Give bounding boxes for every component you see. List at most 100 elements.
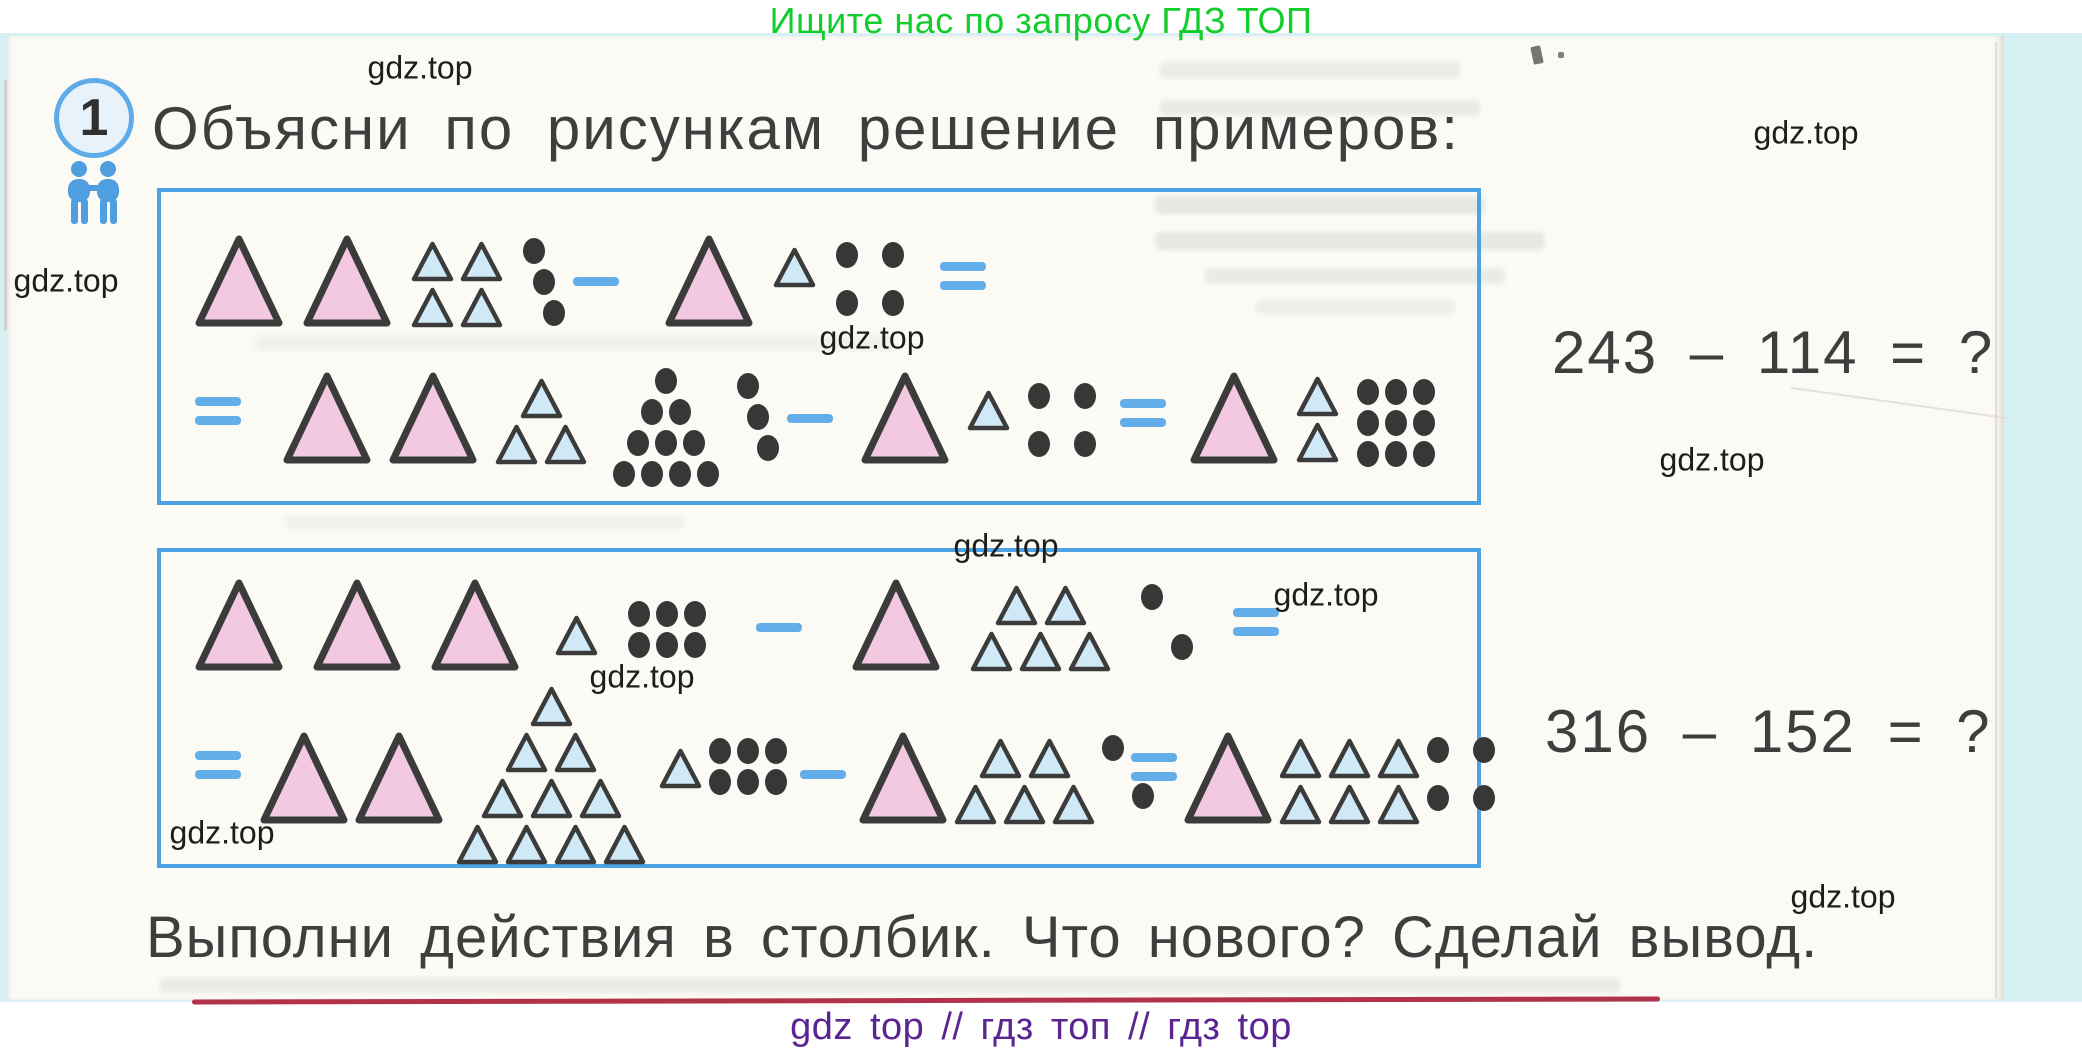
one-dot-icon <box>737 738 759 764</box>
ones-dots-group <box>737 373 779 461</box>
ten-triangle-icon <box>1003 784 1046 825</box>
minus-bar <box>800 770 846 779</box>
bleed-through-artifact <box>1160 62 1460 78</box>
shape-row <box>389 371 477 465</box>
one-dot-icon <box>1427 785 1449 811</box>
one-dot-icon <box>1132 783 1154 809</box>
bleed-through-artifact <box>1160 100 1480 116</box>
ten-triangle-icon <box>1044 585 1086 626</box>
shape-row <box>1427 785 1495 811</box>
tens-triangles-group <box>773 247 816 288</box>
minus-bar <box>787 414 833 423</box>
hundreds-triangles-group <box>431 578 519 672</box>
shape-row <box>303 234 391 328</box>
watermark-gdz-top: gdz.top <box>13 262 119 299</box>
one-dot-icon <box>1357 410 1379 436</box>
ten-triangle-icon <box>554 732 597 773</box>
tens-triangles-group <box>495 378 587 465</box>
bleed-through-artifact <box>1255 300 1455 314</box>
shape-row <box>195 578 283 672</box>
tens-triangles-group <box>1296 376 1339 463</box>
equals-bar <box>195 751 241 760</box>
ten-triangle-icon <box>579 778 621 819</box>
shape-row <box>523 238 545 264</box>
one-dot-icon <box>1171 634 1193 660</box>
tens-triangles-group <box>967 390 1010 431</box>
shape-row <box>1028 431 1096 457</box>
shape-row <box>1357 441 1435 467</box>
shape-row <box>628 601 706 627</box>
equals-bar <box>1131 753 1177 762</box>
one-dot-icon <box>1385 441 1407 467</box>
shape-row <box>530 686 573 727</box>
ten-triangle-icon <box>773 247 816 288</box>
shape-row <box>979 738 1071 779</box>
hundreds-triangles-group <box>355 731 443 825</box>
one-dot-icon <box>684 601 706 627</box>
shape-row <box>543 300 565 326</box>
one-dot-icon <box>1413 410 1435 436</box>
one-dot-icon <box>836 290 858 316</box>
ten-triangle-icon <box>659 748 702 789</box>
equals-bar <box>1233 627 1279 636</box>
one-dot-icon <box>882 290 904 316</box>
equation-243-114: 243 – 114 = ? <box>1552 319 1995 386</box>
shape-row <box>836 242 904 268</box>
watermark-gdz-top: gdz.top <box>1273 576 1379 613</box>
ones-dots-group <box>1141 584 1193 660</box>
equals-sign <box>1131 753 1177 781</box>
hundreds-triangles-group <box>665 234 753 328</box>
one-dot-icon <box>627 430 649 456</box>
shape-row <box>520 378 563 419</box>
ten-triangle-icon <box>520 378 562 419</box>
shape-row <box>1171 634 1193 660</box>
shape-row <box>1279 784 1420 825</box>
shape-row <box>283 371 371 465</box>
watermark-gdz-top: gdz.top <box>953 527 1059 564</box>
one-dot-icon <box>628 601 650 627</box>
bleed-through-artifact <box>285 516 685 529</box>
one-dot-icon <box>533 269 555 295</box>
one-dot-icon <box>684 632 706 658</box>
ten-triangle-icon <box>954 784 997 825</box>
ten-triangle-icon <box>1377 738 1420 779</box>
ten-triangle-icon <box>1019 631 1062 672</box>
one-dot-icon <box>1102 735 1124 761</box>
one-dot-icon <box>1074 383 1096 409</box>
shape-row <box>641 399 691 425</box>
hundreds-triangles-group <box>195 578 283 672</box>
one-dot-icon <box>1074 431 1096 457</box>
one-dot-icon <box>543 300 565 326</box>
bleed-through-artifact <box>255 336 895 351</box>
watermark-gdz-top: gdz.top <box>367 49 473 86</box>
tens-triangles-group <box>456 686 646 865</box>
one-dot-icon <box>655 368 677 394</box>
shape-row <box>1028 383 1096 409</box>
minus-bar <box>756 623 802 632</box>
shape-row <box>709 769 787 795</box>
one-dot-icon <box>641 461 663 487</box>
hundred-triangle-icon <box>355 732 443 824</box>
shape-row <box>1357 379 1435 405</box>
bleed-through-artifact <box>1155 196 1485 214</box>
ten-triangle-icon <box>979 738 1021 779</box>
hundreds-triangles-group <box>389 371 477 465</box>
one-dot-icon <box>747 404 769 430</box>
ten-triangle-icon <box>460 287 503 328</box>
shape-row <box>1184 731 1272 825</box>
shape-row <box>836 290 904 316</box>
hundred-triangle-icon <box>431 579 519 671</box>
one-dot-icon <box>628 632 650 658</box>
ones-dots-group <box>523 238 565 326</box>
one-dot-icon <box>1413 379 1435 405</box>
hundred-triangle-icon <box>260 732 348 824</box>
ten-triangle-icon <box>1328 784 1371 825</box>
ten-triangle-icon <box>530 778 572 819</box>
picture-equation-row <box>195 578 1477 672</box>
one-dot-icon <box>1385 379 1407 405</box>
tens-triangles-group <box>954 738 1095 825</box>
one-dot-icon <box>765 769 787 795</box>
equals-bar <box>1120 399 1166 408</box>
shape-row <box>355 731 443 825</box>
shape-row <box>555 615 598 656</box>
